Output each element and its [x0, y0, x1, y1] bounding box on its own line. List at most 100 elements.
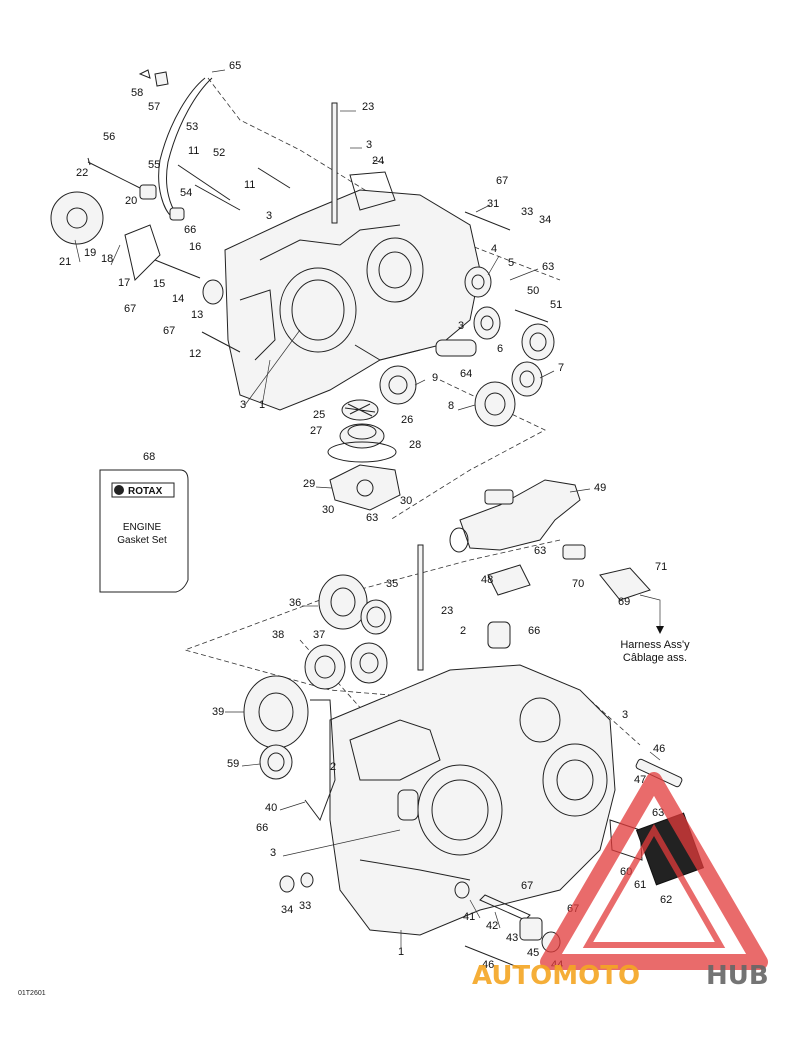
gear-and-oil-line	[50, 69, 224, 305]
part-number-label: 64	[460, 368, 472, 380]
part-number-label: 17	[118, 277, 130, 289]
gasket-box-line2: Gasket Set	[117, 535, 167, 546]
part-number-label: 66	[528, 625, 540, 637]
rotax-logo-icon	[114, 485, 124, 495]
part-number-label: 30	[322, 504, 334, 516]
part-number-label: 7	[558, 362, 564, 374]
gasket-set-box: ROTAX ENGINE Gasket Set	[99, 469, 189, 593]
upper-crankcase-half	[224, 171, 481, 411]
rotax-logo	[111, 482, 175, 498]
part-number-label: 71	[655, 561, 667, 573]
part-number-label: 3	[458, 320, 464, 332]
bearings-upper	[379, 266, 555, 427]
harness-note: Harness Ass'y Câblage ass.	[620, 639, 690, 664]
part-number-label: 8	[448, 400, 454, 412]
part-number-label: 26	[401, 414, 413, 426]
part-number-label: 1	[398, 946, 404, 958]
part-number-label: 48	[481, 574, 493, 586]
watermark-text-a: AUTOMOTO	[472, 961, 640, 991]
part-number-label: 36	[289, 597, 301, 609]
arrow-down-icon	[656, 626, 664, 634]
lower-crankcase-half	[329, 664, 616, 936]
watermark: AUTOMOTO HUB	[472, 772, 769, 991]
part-number-label: 31	[487, 198, 499, 210]
part-number-label: 63	[366, 512, 378, 524]
studs-and-bolts	[87, 102, 683, 969]
part-number-label: 15	[153, 278, 165, 290]
part-number-label: 3	[270, 847, 276, 859]
harness-note-line2: Câblage ass.	[623, 652, 687, 664]
part-number-label: 33	[299, 900, 311, 912]
part-number-label: 59	[227, 758, 239, 770]
part-number-label: 25	[313, 409, 325, 421]
part-number-label: 63	[652, 807, 664, 819]
part-number-label: 11	[188, 145, 199, 157]
drawing-code: 01T2601	[18, 990, 46, 997]
gasket-box-line1: ENGINE	[123, 522, 162, 533]
part-number-label: 9	[432, 372, 438, 384]
part-number-label: 23	[362, 101, 374, 113]
part-number-label: 21	[59, 256, 71, 268]
part-number-label: 39	[212, 706, 224, 718]
part-number-label: 11	[244, 179, 255, 191]
bearings-lower	[243, 574, 392, 822]
part-number-label: 3	[240, 399, 246, 411]
part-number-label: 41	[463, 911, 475, 923]
part-number-label: 50	[527, 285, 539, 297]
starter-motor-assembly	[449, 479, 664, 634]
part-number-label: 46	[482, 959, 494, 971]
part-number-label: 46	[653, 743, 665, 755]
oil-pump-stack	[327, 399, 401, 511]
part-number-label: 63	[542, 261, 554, 273]
part-number-label: 3	[366, 139, 372, 151]
part-number-label: 4	[491, 243, 497, 255]
part-number-label: 61	[634, 879, 646, 891]
part-number-label: 38	[272, 629, 284, 641]
harness-note-line1: Harness Ass'y	[620, 639, 690, 651]
part-number-label: 33	[521, 206, 533, 218]
part-number-label: 5	[508, 257, 514, 269]
part-number-label: 2	[330, 761, 336, 773]
part-number-label: 3	[622, 709, 628, 721]
part-number-label: 35	[386, 578, 398, 590]
part-number-label: 40	[265, 802, 277, 814]
part-number-label: 1	[259, 399, 265, 411]
part-number-label: 34	[539, 214, 551, 226]
part-number-label: 55	[148, 159, 160, 171]
part-number-label: 67	[163, 325, 175, 337]
part-number-label: 22	[76, 167, 88, 179]
part-number-label: 27	[310, 425, 322, 437]
part-number-label: 37	[313, 629, 325, 641]
part-number-label: 23	[441, 605, 453, 617]
part-number-label: 42	[486, 920, 498, 932]
part-number-label: 63	[534, 545, 546, 557]
part-number-label: 20	[125, 195, 137, 207]
watermark-text-b: HUB	[706, 961, 769, 991]
part-number-label: 24	[372, 155, 384, 167]
part-number-label: 53	[186, 121, 198, 133]
part-number-label: 70	[572, 578, 584, 590]
part-number-label: 65	[229, 60, 241, 72]
part-number-label: 14	[172, 293, 184, 305]
part-number-label: 52	[213, 147, 225, 159]
part-number-label: 49	[594, 482, 606, 494]
part-number-label: 28	[409, 439, 421, 451]
part-number-label: 67	[124, 303, 136, 315]
part-number-label: 18	[101, 253, 113, 265]
leader-lines	[74, 69, 661, 948]
part-number-label: 16	[189, 241, 201, 253]
part-number-label: 57	[148, 101, 160, 113]
part-number-label: 51	[550, 299, 562, 311]
part-number-label: 67	[521, 880, 533, 892]
brand-label: ROTAX	[128, 486, 163, 497]
watermark-logo-icon	[540, 772, 768, 970]
part-number-label: 62	[660, 894, 672, 906]
part-number-label: 54	[180, 187, 192, 199]
part-number-label: 58	[131, 87, 143, 99]
part-number-label: 67	[496, 175, 508, 187]
part-number-label: 19	[84, 247, 96, 259]
part-number-label: 6	[497, 343, 503, 355]
part-number-label: 66	[184, 224, 196, 236]
